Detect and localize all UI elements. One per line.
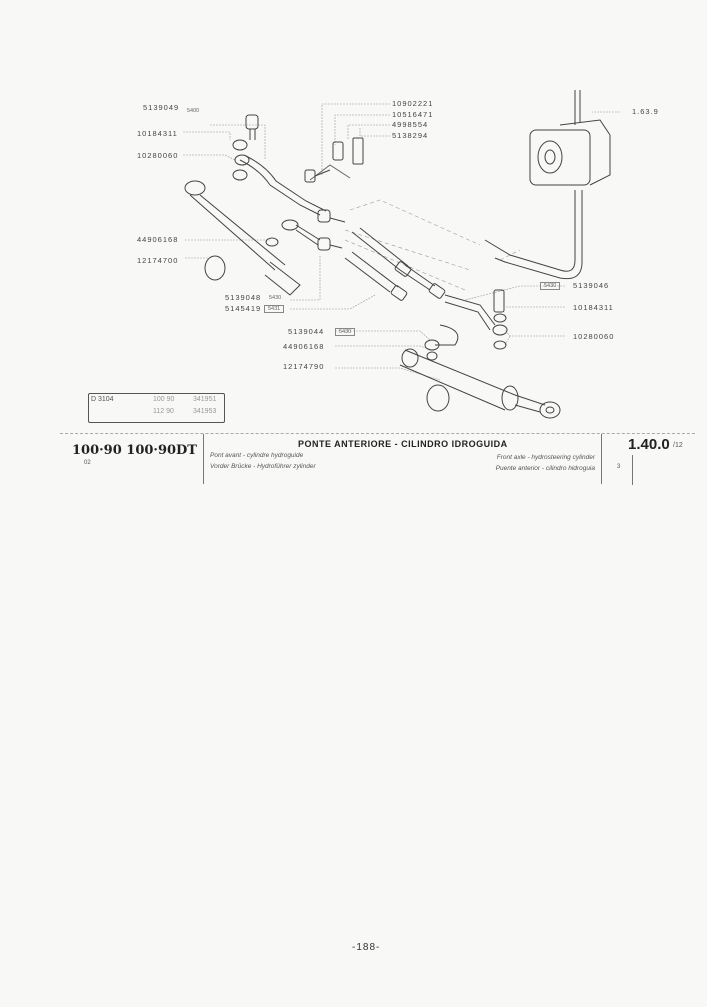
part-4998554: 4998554	[392, 120, 429, 129]
ref-code: D 3104	[91, 396, 114, 403]
ref-line1-serial: 341951	[193, 396, 217, 403]
part-box-5430: 5430	[540, 282, 561, 290]
part-10280060-b: 10280060	[573, 332, 615, 341]
part-10902221: 10902221	[392, 99, 434, 108]
page-number: -188-	[352, 942, 381, 953]
hydraulic-pump	[484, 90, 611, 280]
part-10280060: 10280060	[137, 151, 179, 160]
exploded-parts-diagram	[183, 90, 620, 419]
title-fr: Pont avant - cylindre hydroguide	[210, 452, 304, 459]
part-box-5431: 5431	[264, 305, 285, 313]
upper-hydraulic-pipe	[232, 114, 364, 223]
part-5138294: 5138294	[392, 131, 429, 140]
part-5139044: 5139044	[288, 327, 325, 336]
part-10516471: 10516471	[392, 110, 434, 119]
part-12174700: 12174700	[137, 256, 179, 265]
part-box-5430-b: 5430	[335, 328, 356, 336]
model-sub: 02	[84, 460, 91, 466]
ref-line2-model: 112 90	[153, 408, 174, 415]
part-5139049: 5139049	[143, 103, 180, 112]
part-5139048: 5139048	[225, 293, 262, 302]
section-title: PONTE ANTERIORE - CILINDRO IDROGUIDA	[298, 439, 508, 449]
part-44906168: 44906168	[137, 235, 179, 244]
title-en: Front axle - hydrosteering cylinder	[496, 454, 595, 461]
header-divider	[60, 433, 695, 434]
ref-line1-model: 100 90	[153, 396, 175, 403]
ref-1-63-9: 1.63.9	[632, 107, 659, 116]
divider	[203, 434, 204, 484]
part-5139046: 5139046	[573, 281, 610, 290]
part-10184311-b: 10184311	[573, 303, 614, 312]
steering-cylinder-upper	[184, 180, 301, 296]
part-12174790: 12174790	[283, 362, 325, 371]
part-box-5430-a: 5430	[269, 295, 282, 301]
reference-box: D 3104 100 90 341951 112 90 341953	[88, 393, 225, 423]
steering-cylinder-lower	[399, 348, 561, 419]
hoses	[344, 227, 508, 361]
lower-hydraulic-pipe	[265, 219, 343, 251]
ref-line2-serial: 341953	[193, 408, 217, 415]
sheet-number: 3	[617, 464, 621, 470]
title-de: Vorder Brücke - Hydroführer zylinder	[210, 463, 316, 470]
model-names: 100·90 100·90DT	[72, 443, 197, 458]
divider	[601, 434, 602, 484]
part-box-5400: 5400	[187, 108, 200, 114]
hose-clamps	[204, 255, 450, 412]
section-suffix: /12	[673, 442, 683, 449]
divider	[632, 455, 633, 485]
part-44906168-b: 44906168	[283, 342, 325, 351]
leader-lines	[183, 103, 620, 381]
title-es: Puente anterior - cilindro hidroguia	[495, 465, 595, 472]
section-code: 1.40.0	[628, 436, 670, 453]
part-5145419: 5145419	[225, 304, 262, 313]
part-10184311: 10184311	[137, 129, 178, 138]
